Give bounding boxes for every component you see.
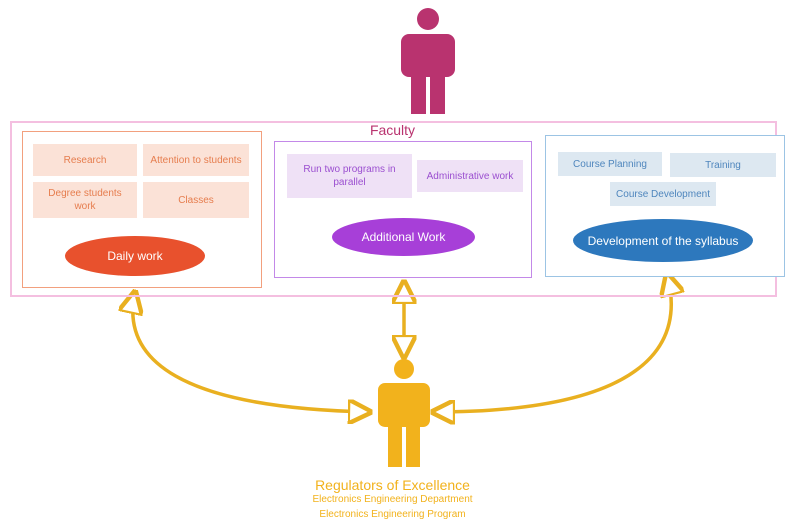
chip-run-two-programs: Run two programs in parallel [287, 154, 412, 198]
regulators-title: Regulators of Excellence [315, 477, 470, 493]
regulators-department: Electronics Engineering Department [312, 494, 473, 505]
chip-course-planning: Course Planning [558, 152, 662, 176]
chip-classes: Classes [143, 182, 249, 218]
additional-work-node: Additional Work [332, 218, 475, 256]
regulators-program: Electronics Engineering Program [319, 509, 466, 520]
syllabus-node: Development of the syllabus [573, 219, 753, 262]
daily-work-node: Daily work [65, 236, 205, 276]
faculty-title: Faculty [369, 122, 416, 138]
syllabus-panel: Course Planning Training Course Developm… [545, 135, 785, 277]
chip-research: Research [33, 144, 137, 176]
chip-course-development: Course Development [610, 182, 716, 206]
daily-work-panel: Research Attention to students Degree st… [22, 131, 262, 288]
arrow-daily-regulator [133, 292, 370, 412]
arrow-syllabus-regulator [433, 274, 671, 412]
chip-administrative-work: Administrative work [417, 160, 523, 192]
chip-training: Training [670, 153, 776, 177]
chip-degree-students-work: Degree students work [33, 182, 137, 218]
chip-attention-to-students: Attention to students [143, 144, 249, 176]
additional-work-panel: Run two programs in parallel Administrat… [274, 141, 532, 278]
